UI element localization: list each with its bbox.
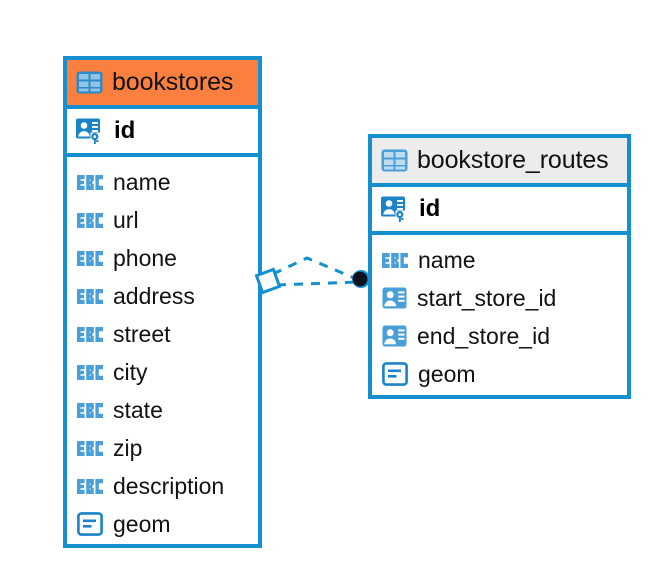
field-row[interactable]: state: [67, 391, 258, 429]
field-label: name: [418, 246, 476, 273]
primary-key-row[interactable]: id: [67, 109, 258, 157]
field-label: url: [113, 206, 139, 233]
geometry-type-icon: [77, 512, 103, 536]
field-row[interactable]: street: [67, 315, 258, 353]
field-list-bookstores: name url: [67, 157, 258, 543]
field-label: address: [113, 282, 195, 309]
field-label: city: [113, 358, 148, 385]
field-row[interactable]: description: [67, 467, 258, 505]
primary-key-icon: [381, 196, 410, 223]
table-icon: [381, 149, 408, 172]
text-type-icon: [77, 326, 103, 342]
entity-header-bookstores[interactable]: bookstores: [67, 60, 258, 109]
field-label: end_store_id: [417, 322, 550, 349]
geometry-type-icon: [382, 362, 408, 386]
text-type-icon: [77, 440, 103, 456]
text-type-icon: [77, 478, 103, 494]
foreign-key-icon: [382, 287, 407, 309]
text-type-icon: [77, 364, 103, 380]
text-type-icon: [77, 288, 103, 304]
field-row[interactable]: city: [67, 353, 258, 391]
field-label: name: [113, 168, 171, 195]
field-label: phone: [113, 244, 177, 271]
primary-key-row[interactable]: id: [372, 187, 627, 235]
primary-key-label: id: [419, 195, 441, 222]
primary-key-icon: [76, 118, 105, 145]
relationship-source-endpoint: [254, 267, 282, 295]
primary-key-label: id: [114, 117, 136, 144]
entity-bookstores[interactable]: bookstores id: [63, 56, 262, 548]
foreign-key-icon: [382, 325, 407, 347]
field-row[interactable]: name: [67, 163, 258, 201]
field-row[interactable]: address: [67, 277, 258, 315]
field-label: description: [113, 472, 225, 499]
field-label: street: [113, 320, 171, 347]
text-type-icon: [382, 252, 408, 268]
field-row[interactable]: end_store_id: [372, 317, 627, 355]
entity-title: bookstores: [112, 68, 234, 96]
field-label: geom: [418, 360, 476, 387]
field-row[interactable]: zip: [67, 429, 258, 467]
text-type-icon: [77, 212, 103, 228]
field-row[interactable]: geom: [372, 355, 627, 393]
text-type-icon: [77, 250, 103, 266]
relationship-line-upper: [272, 256, 360, 282]
field-row[interactable]: name: [372, 241, 627, 279]
entity-header-bookstore-routes[interactable]: bookstore_routes: [372, 138, 627, 187]
field-label: start_store_id: [417, 284, 557, 311]
text-type-icon: [77, 174, 103, 190]
field-row[interactable]: phone: [67, 239, 258, 277]
field-list-bookstore-routes: name start_store_id: [372, 235, 627, 393]
relationship-target-endpoint: [352, 270, 370, 288]
field-label: geom: [113, 510, 171, 537]
field-label: zip: [113, 434, 143, 461]
relationship-connector[interactable]: [254, 240, 380, 320]
entity-bookstore-routes[interactable]: bookstore_routes id: [368, 134, 631, 399]
field-label: state: [113, 396, 163, 423]
field-row[interactable]: start_store_id: [372, 279, 627, 317]
field-row[interactable]: url: [67, 201, 258, 239]
text-type-icon: [77, 402, 103, 418]
table-icon: [76, 71, 103, 94]
entity-title: bookstore_routes: [417, 146, 609, 174]
relationship-line-lower: [276, 280, 358, 287]
field-row[interactable]: geom: [67, 505, 258, 543]
